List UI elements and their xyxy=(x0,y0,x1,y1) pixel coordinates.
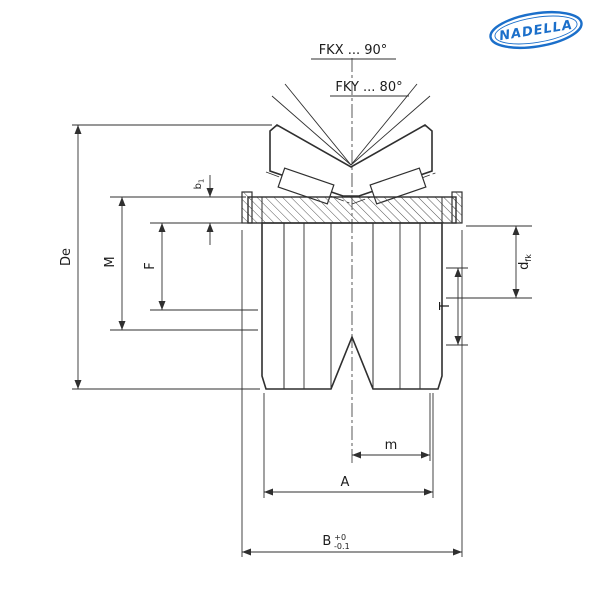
angle-line-90-left xyxy=(271,95,352,166)
dim-label-b: B+0-0.1 xyxy=(322,533,349,551)
tapered-roller-right xyxy=(369,167,427,205)
angle-line-80-left xyxy=(284,83,352,166)
dim-label-a: A xyxy=(341,475,350,490)
right-dimensions: dfk T xyxy=(438,225,533,346)
logo-oval xyxy=(489,10,583,50)
hub-body-outline xyxy=(261,222,443,390)
bottom-dimensions: m A B+0-0.1 xyxy=(241,230,463,557)
angle-label-fkx: FKX ... 90° xyxy=(319,43,388,58)
logo-oval-inner xyxy=(494,15,578,45)
dim-label-t: T xyxy=(438,302,453,311)
dim-label-m: M xyxy=(103,256,118,267)
angle-line-80-right xyxy=(350,83,418,166)
tapered-roller-left xyxy=(277,167,335,205)
angle-line-90-right xyxy=(350,95,431,166)
inner-ring-section xyxy=(247,196,457,224)
dim-label-b1: b1 xyxy=(193,179,206,190)
nadella-logo: NADELLA xyxy=(489,10,583,50)
dim-label-dfk: dfk xyxy=(517,254,533,270)
centerlines xyxy=(265,58,439,466)
roller-axis-right xyxy=(351,171,439,205)
dim-label-f: F xyxy=(143,262,158,269)
left-dimensions: De M F b1 xyxy=(59,124,272,390)
angle-label-fky: FKY ... 80° xyxy=(335,80,402,95)
dim-label-de: De xyxy=(59,248,74,266)
dim-label-m-offset: m xyxy=(385,438,398,453)
wheel-section xyxy=(241,124,463,390)
groove-angle-dimension: FKX ... 90° FKY ... 80° xyxy=(271,43,431,166)
